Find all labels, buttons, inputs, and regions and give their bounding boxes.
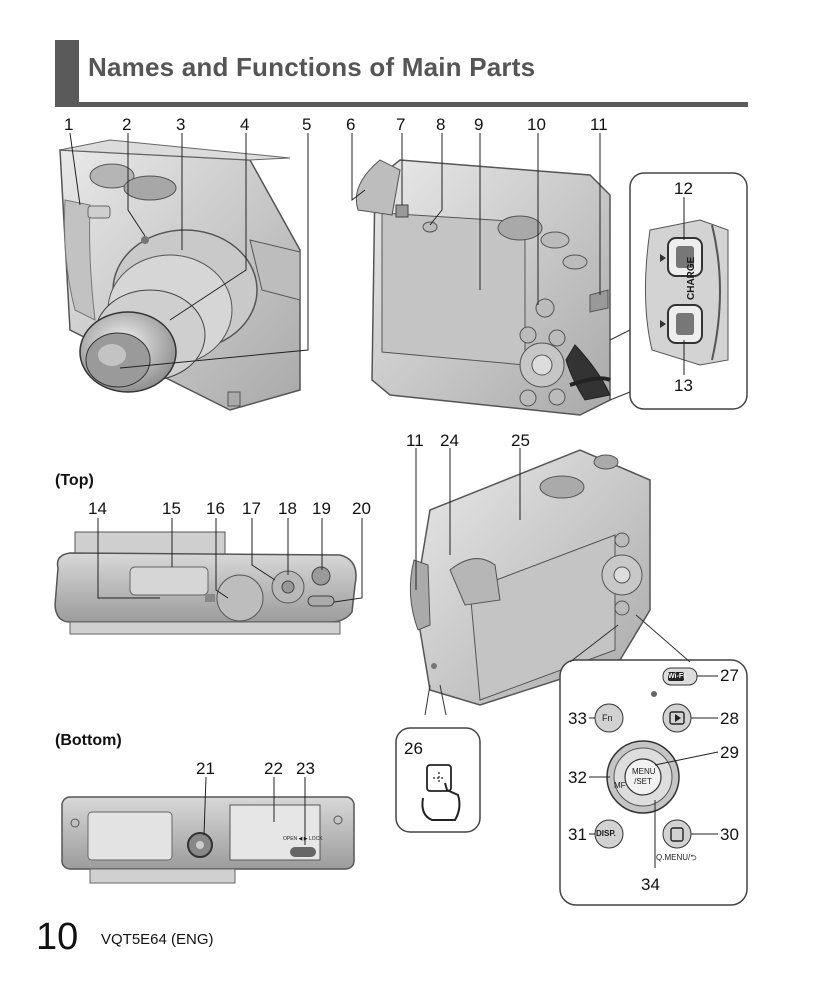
- callout-25: 25: [511, 431, 530, 450]
- fn-button-label: Fn: [602, 713, 613, 723]
- title-accent-bar: [55, 40, 79, 106]
- callout-17: 17: [242, 499, 261, 518]
- callout-3: 3: [176, 115, 186, 134]
- callout-13: 13: [674, 376, 693, 395]
- callout-34: 34: [641, 875, 660, 894]
- callout-6: 6: [346, 115, 356, 134]
- callout-11b: 11: [406, 431, 424, 450]
- menu-set-label-bottom: /SET: [634, 777, 652, 786]
- open-lock-label: OPEN ◀ ▶ LOCK: [283, 836, 323, 842]
- callout-29: 29: [720, 743, 739, 762]
- charge-port-label: CHARGE: [686, 256, 697, 300]
- section-label-top: (Top): [55, 472, 94, 489]
- wifi-button-label: Wi-Fi: [668, 673, 686, 680]
- callout-8: 8: [436, 115, 446, 134]
- leader-lines: [69, 132, 719, 868]
- callout-4: 4: [240, 115, 250, 134]
- callout-33: 33: [568, 709, 587, 728]
- callout-2: 2: [122, 115, 132, 134]
- callout-1: 1: [64, 115, 74, 134]
- camera-angled-view: [409, 449, 651, 706]
- callout-7: 7: [396, 115, 406, 134]
- callout-10: 10: [527, 115, 546, 134]
- camera-back-view: [355, 159, 611, 416]
- callout-23: 23: [296, 759, 315, 778]
- callout-15: 15: [162, 499, 181, 518]
- callout-26: 26: [404, 739, 423, 758]
- camera-top-view: [54, 531, 357, 635]
- controls-inset: [559, 614, 748, 906]
- callout-24: 24: [440, 431, 459, 450]
- callout-18: 18: [278, 499, 297, 518]
- callout-16: 16: [206, 499, 225, 518]
- callout-27: 27: [720, 666, 739, 685]
- callout-14: 14: [88, 499, 107, 518]
- qmenu-label: Q.MENU/⮌: [656, 853, 697, 862]
- callout-31: 31: [568, 825, 587, 844]
- callout-32: 32: [568, 768, 587, 787]
- mf-label: MF: [614, 781, 626, 790]
- menu-set-label-top: MENU: [632, 767, 656, 776]
- document-code: VQT5E64 (ENG): [101, 931, 214, 948]
- port-inset: [609, 172, 748, 410]
- section-label-bottom: (Bottom): [55, 732, 122, 749]
- camera-bottom-view: [61, 796, 355, 884]
- touch-inset: [395, 684, 481, 833]
- callout-28: 28: [720, 709, 739, 728]
- callout-11: 11: [590, 115, 608, 134]
- callout-21: 21: [196, 759, 215, 778]
- camera-front-view: [59, 139, 301, 411]
- disp-button-label: DISP.: [596, 829, 616, 838]
- callout-19: 19: [312, 499, 331, 518]
- callout-12: 12: [674, 179, 693, 198]
- callout-9: 9: [474, 115, 484, 134]
- callout-22: 22: [264, 759, 283, 778]
- page-title: Names and Functions of Main Parts: [88, 52, 536, 82]
- callout-30: 30: [720, 825, 739, 844]
- callout-5: 5: [302, 115, 312, 134]
- page-number: 10: [36, 916, 79, 958]
- title-underline: [55, 102, 748, 107]
- callout-20: 20: [352, 499, 371, 518]
